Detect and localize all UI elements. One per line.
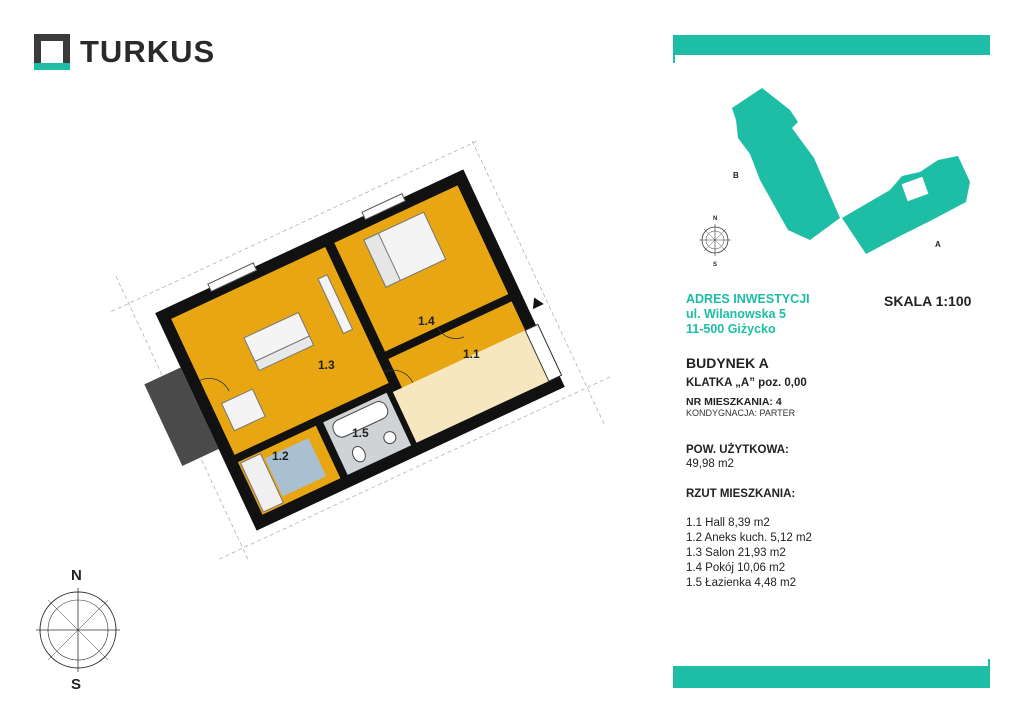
room-list-item: 1.1 Hall 8,39 m2 (686, 517, 770, 529)
turkus-logo-mark-icon (34, 34, 70, 70)
usable-area-value: 49,98 m2 (686, 458, 734, 470)
scale-label: SKALA 1:100 (884, 293, 972, 309)
building-a-label: A (935, 240, 941, 249)
storey-label: KONDYGNACJA: PARTER (686, 408, 796, 418)
top-accent-notch (673, 35, 675, 63)
brand-name: TURKUS (80, 34, 216, 69)
room-list: 1.1 Hall 8,39 m2 1.2 Aneks kuch. 5,12 m2… (686, 516, 812, 591)
room-label-1-3: 1.3 (318, 358, 335, 372)
plan-label: RZUT MIESZKANIA: (686, 488, 796, 500)
site-compass-south: S (713, 262, 718, 268)
compass-north: N (71, 567, 82, 584)
building-b-label: B (733, 171, 739, 180)
compass-rose-icon (36, 588, 120, 672)
staircase-label: KLATKA „A” poz. 0,00 (686, 377, 807, 389)
address-street: ul. Wilanowska 5 (686, 307, 786, 321)
site-plan (699, 88, 970, 256)
site-compass-north: N (713, 216, 718, 222)
room-label-1-5: 1.5 (352, 426, 369, 440)
room-hall (388, 301, 529, 396)
building-label: BUDYNEK A (686, 355, 769, 371)
room-list-item: 1.5 Łazienka 4,48 m2 (686, 577, 796, 589)
room-list-item: 1.4 Pokój 10,06 m2 (686, 562, 786, 574)
room-list-item: 1.3 Salon 21,93 m2 (686, 547, 786, 559)
usable-area-label: POW. UŻYTKOWA: (686, 444, 789, 456)
room-bathroom (323, 392, 412, 475)
investment-address: ADRES INWESTYCJI ul. Wilanowska 5 11-500… (686, 292, 810, 337)
site-compass-icon (699, 224, 731, 256)
building-a-shape (842, 156, 970, 254)
apartment-number: NR MIESZKANIA: 4 (686, 396, 782, 408)
address-heading: ADRES INWESTYCJI (686, 292, 810, 306)
top-accent-bar (673, 35, 990, 55)
bottom-accent-notch (988, 659, 990, 688)
bottom-accent-bar (673, 666, 990, 688)
room-label-1-4: 1.4 (418, 314, 435, 328)
room-label-1-2: 1.2 (272, 449, 289, 463)
room-list-item: 1.2 Aneks kuch. 5,12 m2 (686, 532, 812, 544)
address-city: 11-500 Giżycko (686, 322, 776, 336)
compass-south: S (71, 676, 82, 693)
building-b-shape (732, 88, 840, 240)
floor-plan (110, 140, 610, 560)
room-label-1-1: 1.1 (463, 347, 480, 361)
